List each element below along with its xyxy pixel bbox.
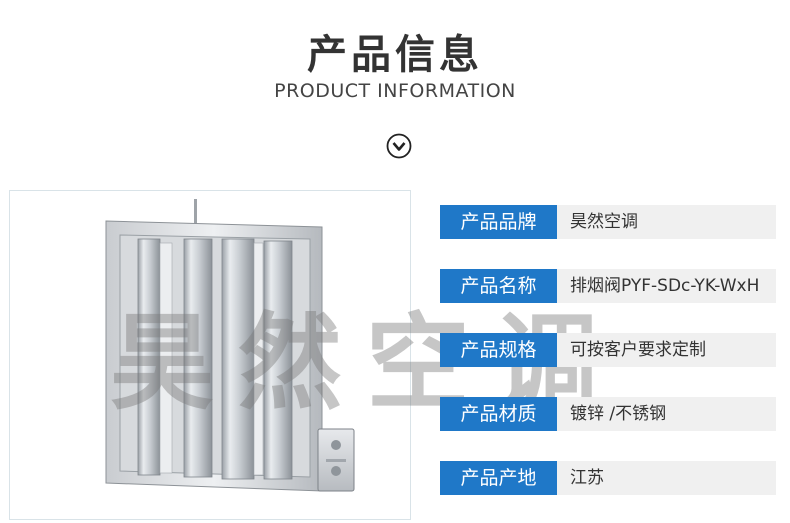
spec-value: 镀锌 /不锈钢 (570, 404, 667, 424)
product-photo (9, 190, 411, 520)
spec-label: 产品名称 (440, 269, 557, 303)
spec-label: 产品产地 (440, 461, 557, 495)
spec-label: 产品品牌 (440, 205, 557, 239)
spec-row-name: 产品名称 排烟阀PYF-SDc-YK-WxH (440, 269, 776, 303)
spec-row-spec: 产品规格 可按客户要求定制 (440, 333, 776, 367)
spec-value: 江苏 (570, 468, 604, 488)
spec-row-origin: 产品产地 江苏 (440, 461, 776, 495)
spec-label: 产品材质 (440, 397, 557, 431)
spec-row-brand: 产品品牌 昊然空调 (440, 205, 776, 239)
spec-row-material: 产品材质 镀锌 /不锈钢 (440, 397, 776, 431)
page-title: 产品信息 (307, 32, 483, 78)
page-subtitle: PRODUCT INFORMATION (274, 80, 516, 102)
spec-label: 产品规格 (440, 333, 557, 367)
spec-value: 排烟阀PYF-SDc-YK-WxH (570, 276, 760, 296)
smoke-damper-illustration (105, 199, 355, 492)
spec-value: 昊然空调 (570, 212, 638, 232)
chevron-down-circle-icon[interactable] (386, 133, 412, 159)
spec-value: 可按客户要求定制 (570, 340, 706, 360)
